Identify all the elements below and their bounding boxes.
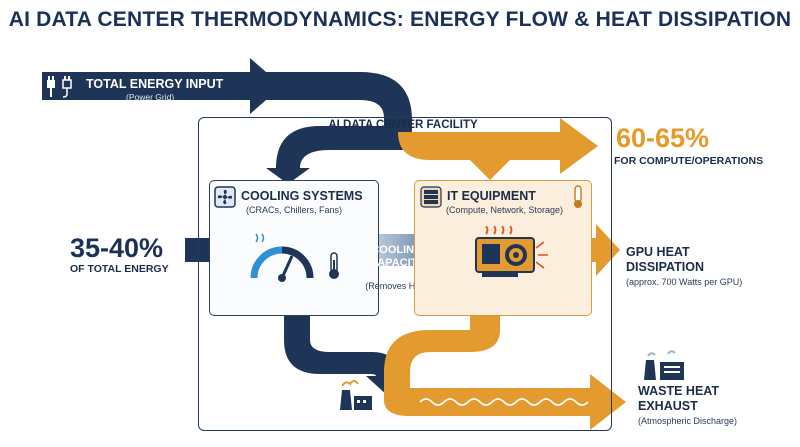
facility-boundary	[198, 117, 612, 431]
plug-icon	[47, 76, 72, 98]
server-icon	[420, 186, 442, 208]
cooling-capacity-line2: CAPACITY	[369, 257, 425, 269]
waste-heat-line1: WASTE HEAT	[638, 384, 720, 398]
factory-icon	[340, 380, 372, 410]
heat-wave	[419, 398, 589, 406]
energy-input-sub: (Power Grid)	[126, 92, 175, 102]
compute-share-label: FOR COMPUTE/OPERATIONS	[614, 155, 764, 167]
page-title: AI DATA CENTER THERMODYNAMICS: ENERGY FL…	[8, 8, 792, 31]
energy-input-arrow	[42, 58, 282, 114]
cooling-share-label: OF TOTAL ENERGY	[70, 263, 169, 275]
cooling-systems-label: COOLING SYSTEMS	[241, 189, 363, 203]
waste-heat-sub: (Atmospheric Discharge)	[638, 416, 738, 426]
energy-input-label: TOTAL ENERGY INPUT	[86, 77, 224, 91]
gpu-heat-sub: (approx. 700 Watts per GPU)	[626, 277, 743, 287]
cooling-branch-arrow	[266, 126, 412, 184]
it-thermometer-icon	[574, 185, 582, 208]
facility-label: AI DATA CENTER FACILITY	[328, 119, 478, 131]
gpu-card-icon	[475, 226, 548, 277]
it-equipment-label: IT EQUIPMENT	[447, 189, 536, 203]
gpu-heat-line1: GPU HEAT	[626, 245, 690, 259]
compute-share-value: 60-65%	[616, 123, 710, 153]
thermometer-icon	[329, 252, 339, 279]
cooling-capacity-sub: (Removes Heat)	[365, 281, 431, 291]
waste-heat-line2: EXHAUST	[638, 399, 698, 413]
it-equipment-sub: (Compute, Network, Storage)	[446, 205, 564, 215]
it-branch-arrow	[440, 132, 512, 180]
exhaust-factory-icon	[644, 350, 684, 380]
cooling-return-arrow	[284, 314, 410, 396]
fan-icon	[214, 186, 236, 208]
gauge-icon	[250, 233, 314, 282]
energy-input-curve	[250, 72, 412, 132]
cooling-capacity-line1: COOLING	[371, 244, 423, 256]
cooling-systems-panel	[209, 180, 379, 316]
cooling-share-value: 35-40%	[70, 233, 164, 263]
gpu-heat-line2: DISSIPATION	[626, 260, 705, 274]
it-heat-return	[384, 314, 500, 394]
cooling-systems-sub: (CRACs, Chillers, Fans)	[246, 205, 343, 215]
